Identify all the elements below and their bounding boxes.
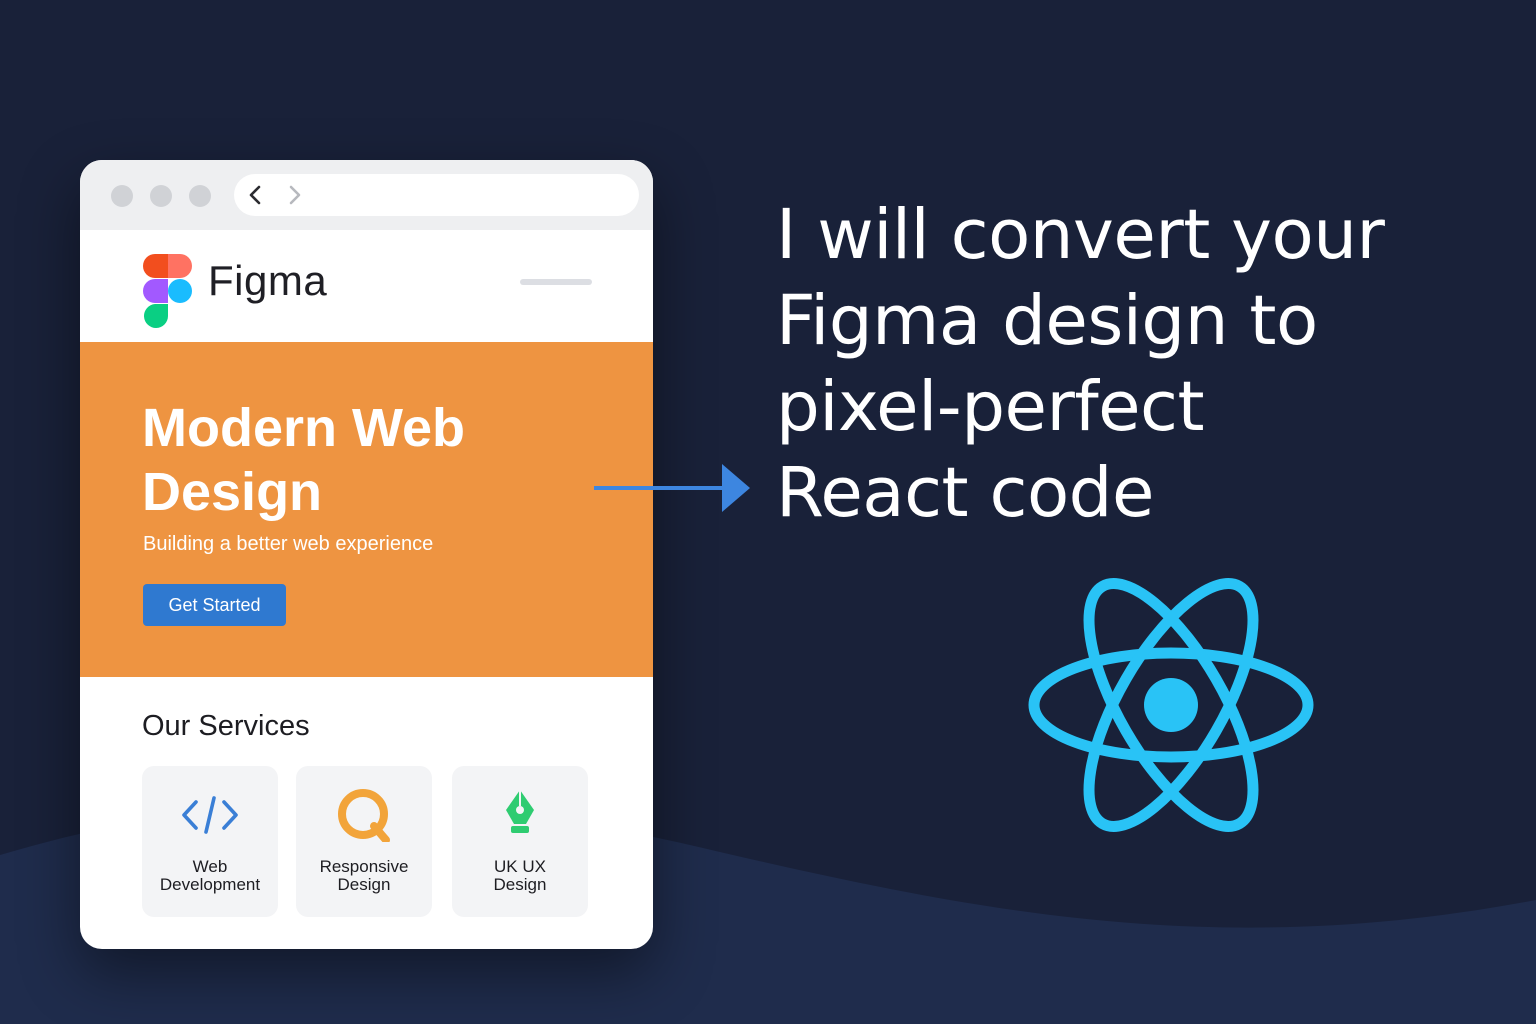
chevron-left-icon[interactable]	[244, 183, 268, 207]
brand-name: Figma	[208, 257, 328, 304]
browser-window: Figma Modern Web Design Building a bette…	[80, 160, 653, 949]
hero-subtitle: Building a better web experience	[143, 533, 434, 555]
headline-line: Figma design to	[776, 281, 1318, 361]
service-card-web-development[interactable]: Web Development	[142, 766, 278, 917]
hero-title: Modern Web Design	[142, 396, 562, 524]
window-dot-close[interactable]	[111, 185, 133, 207]
address-bar[interactable]	[234, 174, 639, 216]
browser-toolbar	[80, 160, 653, 230]
pen-tool-icon	[506, 790, 534, 833]
service-card-label: Web Development	[159, 857, 261, 894]
magnifier-icon	[338, 789, 390, 842]
hero-title-line: Modern Web	[142, 398, 465, 458]
window-dot-maximize[interactable]	[189, 185, 211, 207]
hero-title-line: Design	[142, 462, 323, 522]
get-started-button[interactable]: Get Started	[143, 584, 286, 626]
headline: I will convert your Figma design to pixe…	[776, 192, 1476, 536]
code-icon	[182, 796, 238, 834]
figma-logo	[143, 254, 192, 328]
services-title: Our Services	[142, 710, 310, 742]
service-card-uk-ux-design[interactable]: UK UX Design	[452, 766, 588, 917]
headline-line: React code	[776, 453, 1154, 533]
arrow-right-icon	[594, 464, 750, 512]
headline-line: pixel-perfect	[776, 367, 1205, 447]
window-dot-minimize[interactable]	[150, 185, 172, 207]
headline-line: I will convert your	[776, 195, 1385, 275]
hero-section: Modern Web Design Building a better web …	[80, 342, 653, 677]
service-card-label: Responsive Design	[319, 857, 409, 894]
service-card-responsive-design[interactable]: Responsive Design	[296, 766, 432, 917]
menu-icon[interactable]	[520, 279, 592, 285]
service-card-label: UK UX Design	[493, 857, 547, 894]
chevron-right-icon[interactable]	[282, 183, 306, 207]
react-logo	[1028, 578, 1314, 832]
